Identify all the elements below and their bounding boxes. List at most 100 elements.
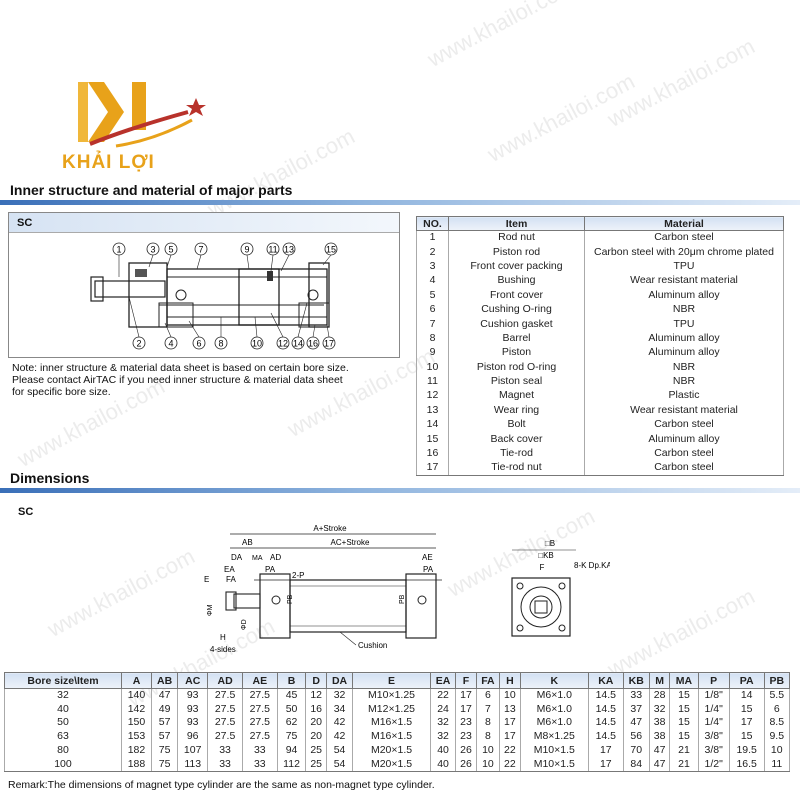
- cell-item: Tie-rod nut: [448, 460, 585, 476]
- table-cell: 47: [648, 757, 671, 772]
- dim-label-pa: PA: [265, 565, 276, 574]
- watermark: www.khailoi.com: [603, 33, 759, 132]
- cell-material: Aluminum alloy: [584, 331, 784, 346]
- table-cell: 6: [763, 702, 791, 717]
- table-cell: 33: [241, 743, 278, 758]
- table-cell: 93: [177, 702, 209, 717]
- cell-item: Magnet: [448, 388, 585, 404]
- cell-material: Aluminum alloy: [584, 431, 784, 447]
- callout-label: 14: [293, 339, 303, 349]
- cell-material: NBR: [584, 302, 784, 317]
- table-cell: 80: [4, 743, 122, 758]
- note-line: Note: inner structure & material data sh…: [12, 362, 349, 374]
- cell-item: Bushing: [448, 273, 585, 289]
- table-cell: 17: [499, 716, 521, 730]
- dim-label-sq-b: □B: [545, 539, 555, 548]
- table-cell: 1/4": [697, 716, 730, 730]
- dim-label-4-sides: 4-sides: [210, 645, 236, 654]
- dimension-drawing: A+Stroke AB AC+Stroke DA MA AD AE EA FA …: [204, 524, 610, 654]
- table-cell: 75: [150, 743, 179, 758]
- cell-material: TPU: [584, 316, 784, 332]
- column-header: A: [120, 672, 153, 689]
- cell-material: Carbon steel: [584, 446, 784, 461]
- callout-label: 4: [168, 339, 173, 349]
- section-title-inner-structure: Inner structure and material of major pa…: [10, 182, 293, 198]
- table-cell: 94: [276, 743, 307, 758]
- column-header: AC: [177, 672, 209, 689]
- table-cell: 23: [455, 716, 477, 730]
- table-cell: 28: [648, 688, 671, 703]
- section-divider: [0, 200, 800, 205]
- table-cell: 14.5: [587, 688, 624, 703]
- callouts-top: 1 3 5 7 9 11 13 15: [112, 242, 338, 277]
- watermark: www.khailoi.com: [43, 543, 199, 642]
- table-cell: 6: [475, 688, 501, 703]
- table-cell: 34: [325, 702, 354, 717]
- column-header: DA: [325, 672, 354, 689]
- cell-no: 7: [416, 316, 449, 332]
- table-cell: 84: [622, 757, 650, 772]
- table-cell: 49: [150, 702, 179, 717]
- table-cell: 8.5: [763, 716, 791, 730]
- table-cell: 1/4": [697, 702, 730, 717]
- table-header-row: NO. Item Material: [416, 216, 784, 231]
- callout-label: 7: [198, 245, 203, 255]
- table-cell: 17: [499, 729, 521, 744]
- table-cell: 75: [276, 729, 307, 744]
- dimensions-tag: SC: [18, 506, 34, 518]
- cell-item: Piston: [448, 345, 585, 361]
- column-header: D: [305, 672, 327, 689]
- table-cell: 150: [120, 716, 153, 730]
- callout-label: 3: [150, 245, 155, 255]
- table-cell: 32: [429, 716, 457, 730]
- cell-material: Aluminum alloy: [584, 288, 784, 303]
- dim-label-pa-right: PA: [423, 565, 434, 574]
- column-header: Bore size\Item: [4, 672, 122, 689]
- table-cell: 13: [499, 702, 521, 717]
- table-cell: 16: [305, 702, 327, 717]
- callout-label: 9: [244, 245, 249, 255]
- column-header: KB: [622, 672, 650, 689]
- table-cell: 70: [622, 743, 650, 758]
- callout-label: 1: [116, 245, 121, 255]
- table-cell: 25: [305, 743, 327, 758]
- cell-item: Piston rod O-ring: [448, 360, 585, 375]
- note-line: for specific bore size.: [12, 386, 111, 398]
- table-cell: M16×1.5: [352, 716, 431, 730]
- table-cell: 11: [763, 757, 791, 772]
- table-cell: 14.5: [587, 702, 624, 717]
- table-cell: 57: [150, 716, 179, 730]
- column-header: MA: [669, 672, 699, 689]
- table-cell: 75: [150, 757, 179, 772]
- dim-label-sq-kb: □KB: [538, 551, 554, 560]
- callout-label: 8: [218, 339, 223, 349]
- section-title-dimensions: Dimensions: [10, 470, 90, 486]
- table-cell: 42: [325, 729, 354, 744]
- dim-label-phi-d: ΦD: [241, 619, 248, 630]
- table-cell: 10: [475, 757, 501, 772]
- callout-label: 6: [196, 339, 201, 349]
- cell-material: Carbon steel with 20μm chrome plated: [584, 244, 784, 260]
- cell-material: NBR: [584, 374, 784, 389]
- table-cell: 19.5: [728, 743, 765, 758]
- cell-item: Rod nut: [448, 230, 585, 245]
- table-cell: 56: [622, 729, 650, 744]
- table-cell: 26: [455, 757, 477, 772]
- cell-no: 15: [416, 431, 449, 447]
- cell-no: 17: [416, 460, 449, 476]
- table-cell: 57: [150, 729, 179, 744]
- cylinder-cross-section-drawing: 1 3 5 7 9 11 13 15 2 4 6 8 10 12 14 16 1…: [90, 242, 338, 350]
- callout-label: 2: [136, 339, 141, 349]
- table-cell: 20: [305, 716, 327, 730]
- dim-label-8k-dp-ka: 8-K Dp.KA: [574, 561, 610, 570]
- cell-item: Cushion gasket: [448, 316, 585, 332]
